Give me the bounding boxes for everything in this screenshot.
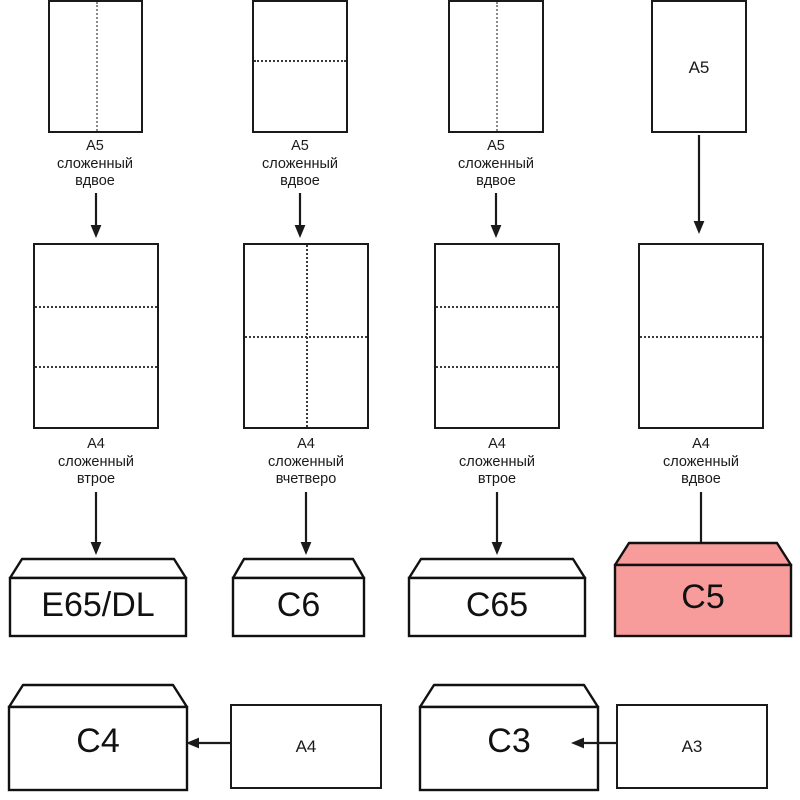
envelope-label: C4 bbox=[76, 722, 120, 760]
arrow-down-icon bbox=[292, 193, 308, 239]
paper-a5-fold-vertical-2 bbox=[448, 0, 544, 133]
paper-label-a5: А5 bbox=[688, 58, 710, 77]
envelope-flap bbox=[7, 683, 189, 709]
envelope-body bbox=[231, 576, 366, 638]
fold-line-horizontal bbox=[436, 366, 558, 369]
paper-a4-fold-thirds-1 bbox=[33, 243, 159, 429]
fold-line-horizontal bbox=[436, 305, 558, 308]
paper-a4-fold-quarters bbox=[243, 243, 369, 429]
envelope-body bbox=[407, 576, 587, 638]
fold-line-horizontal bbox=[640, 336, 762, 338]
envelope-flap bbox=[613, 541, 793, 567]
envelope-label: C3 bbox=[487, 722, 531, 760]
fold-line-horizontal bbox=[254, 60, 346, 63]
caption-a5-fold-vertical-2: А5 сложенный вдвое bbox=[457, 138, 535, 189]
paper-label-a3: А3 bbox=[681, 737, 703, 756]
envelope-e65-dl: E65/DL bbox=[8, 556, 188, 638]
paper-a5-fold-vertical-1 bbox=[48, 0, 143, 133]
fold-line-vertical bbox=[306, 245, 308, 427]
envelope-flap bbox=[231, 557, 366, 580]
arrow-down-icon bbox=[88, 492, 104, 556]
arrow-left-icon bbox=[570, 735, 618, 751]
arrow-down-icon bbox=[88, 193, 104, 239]
caption-a4-fold-thirds-1: А4 сложенный втрое bbox=[57, 436, 135, 487]
envelope-c5: C5 bbox=[613, 540, 793, 638]
envelope-c4: C4 bbox=[7, 682, 189, 792]
paper-a5-fold-horizontal bbox=[252, 0, 348, 133]
envelope-body bbox=[8, 576, 188, 638]
arrow-down-icon bbox=[298, 492, 314, 556]
envelope-flap bbox=[418, 683, 600, 709]
arrow-down-icon bbox=[488, 193, 504, 239]
envelope-c6: C6 bbox=[231, 556, 366, 638]
fold-line-horizontal bbox=[35, 366, 157, 369]
envelope-label: C6 bbox=[276, 586, 321, 624]
caption-a4-fold-quarters: А4 сложенный вчетверо bbox=[267, 436, 345, 487]
arrow-down-icon bbox=[489, 492, 505, 556]
fold-line-vertical bbox=[496, 2, 498, 131]
paper-label-a4: А4 bbox=[295, 737, 317, 756]
arrow-left-icon bbox=[185, 735, 233, 751]
envelope-body bbox=[7, 705, 189, 792]
envelope-flap bbox=[407, 557, 587, 580]
paper-a5-plain: А5 bbox=[651, 0, 747, 133]
arrow-down-icon bbox=[691, 135, 707, 235]
envelope-body bbox=[613, 563, 793, 638]
envelope-label: C65 bbox=[465, 586, 529, 624]
envelope-c65: C65 bbox=[407, 556, 587, 638]
caption-a5-fold-horizontal: А5 сложенный вдвое bbox=[261, 138, 339, 189]
envelope-flap bbox=[8, 557, 188, 580]
fold-line-horizontal bbox=[35, 305, 157, 308]
caption-a5-fold-vertical-1: А5 сложенный вдвое bbox=[56, 138, 134, 189]
envelope-label: C5 bbox=[681, 578, 725, 616]
paper-a4-bottom: А4 bbox=[230, 704, 382, 789]
paper-a4-fold-thirds-2 bbox=[434, 243, 560, 429]
paper-a4-fold-half bbox=[638, 243, 764, 429]
envelope-label: E65/DL bbox=[41, 586, 155, 624]
fold-line-vertical bbox=[95, 2, 98, 131]
envelope-body bbox=[418, 705, 600, 792]
caption-a4-fold-thirds-2: А4 сложенный втрое bbox=[458, 436, 536, 487]
paper-a3-bottom: А3 bbox=[616, 704, 768, 789]
envelope-c3: C3 bbox=[418, 682, 600, 792]
caption-a4-fold-half: А4 сложенный вдвое bbox=[662, 436, 740, 487]
